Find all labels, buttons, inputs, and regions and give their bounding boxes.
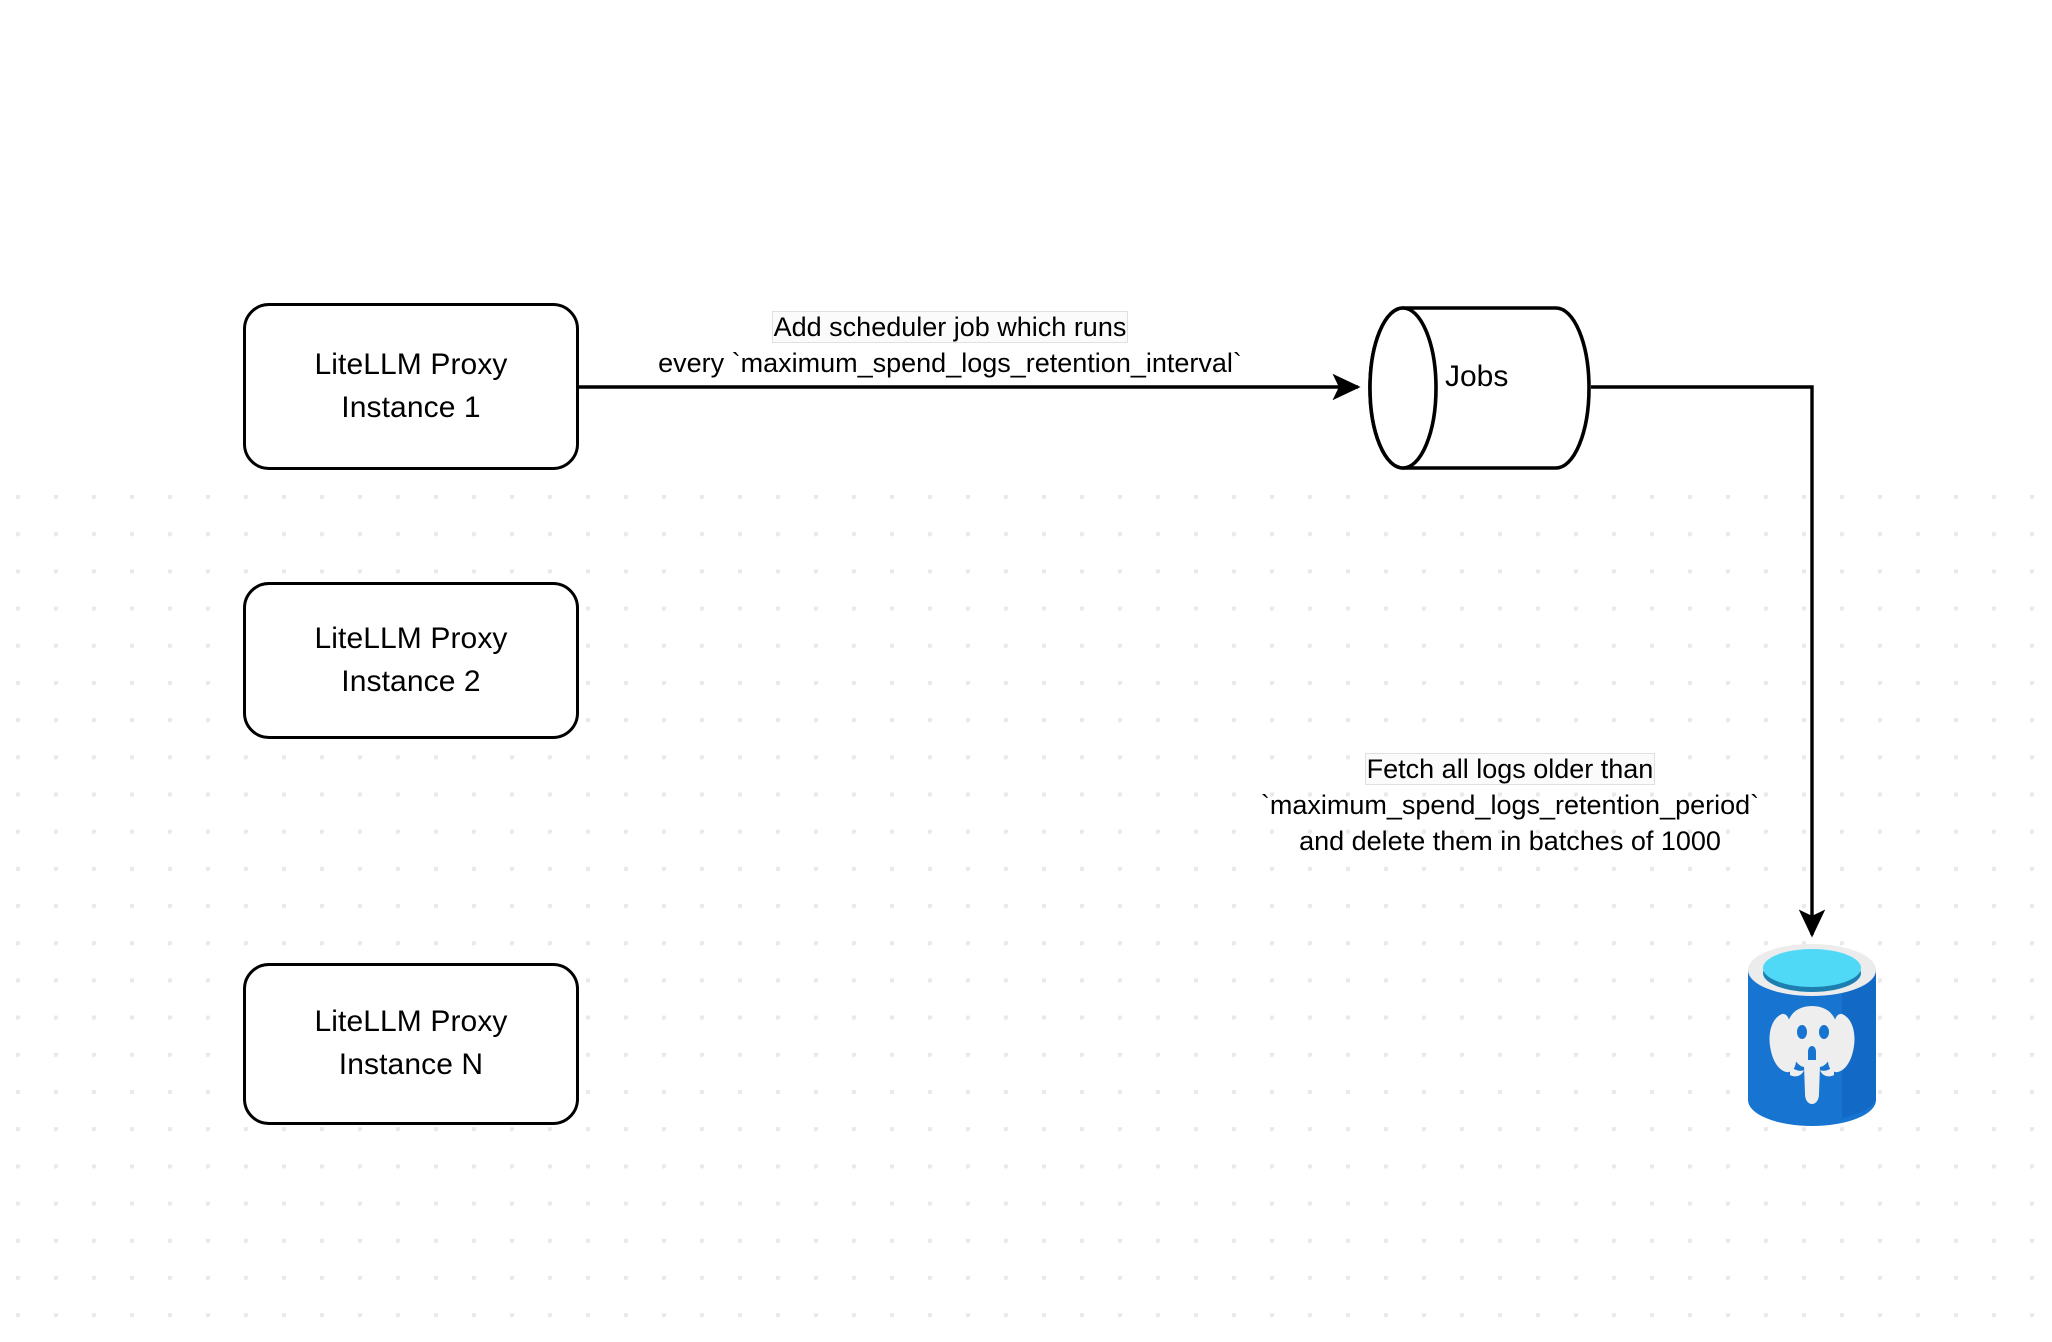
cylinder-cap [1368, 306, 1438, 470]
node-label-line1: LiteLLM Proxy [314, 621, 508, 655]
node-litellm-proxy-instance-n[interactable]: LiteLLM Proxy Instance N [243, 963, 579, 1125]
db-liquid [1763, 949, 1861, 987]
node-label-line2: Instance 1 [341, 390, 481, 424]
postgresql-database-icon[interactable] [1746, 942, 1878, 1128]
node-label-line2: Instance 2 [341, 664, 481, 698]
node-litellm-proxy-instance-2[interactable]: LiteLLM Proxy Instance 2 [243, 582, 579, 739]
edge-label-line1-highlighted: Fetch all logs older than [1365, 754, 1655, 784]
db-body-shade [1842, 970, 1876, 1118]
edge-label-line2: `maximum_spend_logs_retention_period` [1260, 789, 1760, 820]
node-jobs-label: Jobs [1445, 360, 1509, 393]
postgres-elephant-eyes [1797, 1025, 1829, 1039]
node-jobs-cylinder[interactable] [1368, 306, 1591, 470]
node-label-line1: LiteLLM Proxy [314, 347, 508, 381]
edge-label-line1-highlighted: Add scheduler job which runs [772, 312, 1128, 342]
edge-label-line1-wrap: Fetch all logs older than [1230, 752, 1790, 788]
edge-label-line2: every `maximum_spend_logs_retention_inte… [658, 347, 1242, 378]
edge-jobs-to-database [1591, 385, 1826, 938]
node-label-line2: Instance N [338, 1048, 484, 1081]
node-label-line1: LiteLLM Proxy [314, 1005, 508, 1039]
edge-label-line1-wrap: Add scheduler job which runs [600, 310, 1300, 346]
postgres-elephant-logo [1769, 1006, 1855, 1104]
edge-label-scheduler: Add scheduler job which runs every `maxi… [600, 310, 1300, 382]
node-litellm-proxy-instance-1[interactable]: LiteLLM Proxy Instance 1 [243, 303, 579, 470]
edge-label-line3: and delete them in batches of 1000 [1299, 825, 1721, 856]
edge-label-fetch-delete: Fetch all logs older than `maximum_spend… [1230, 752, 1790, 860]
